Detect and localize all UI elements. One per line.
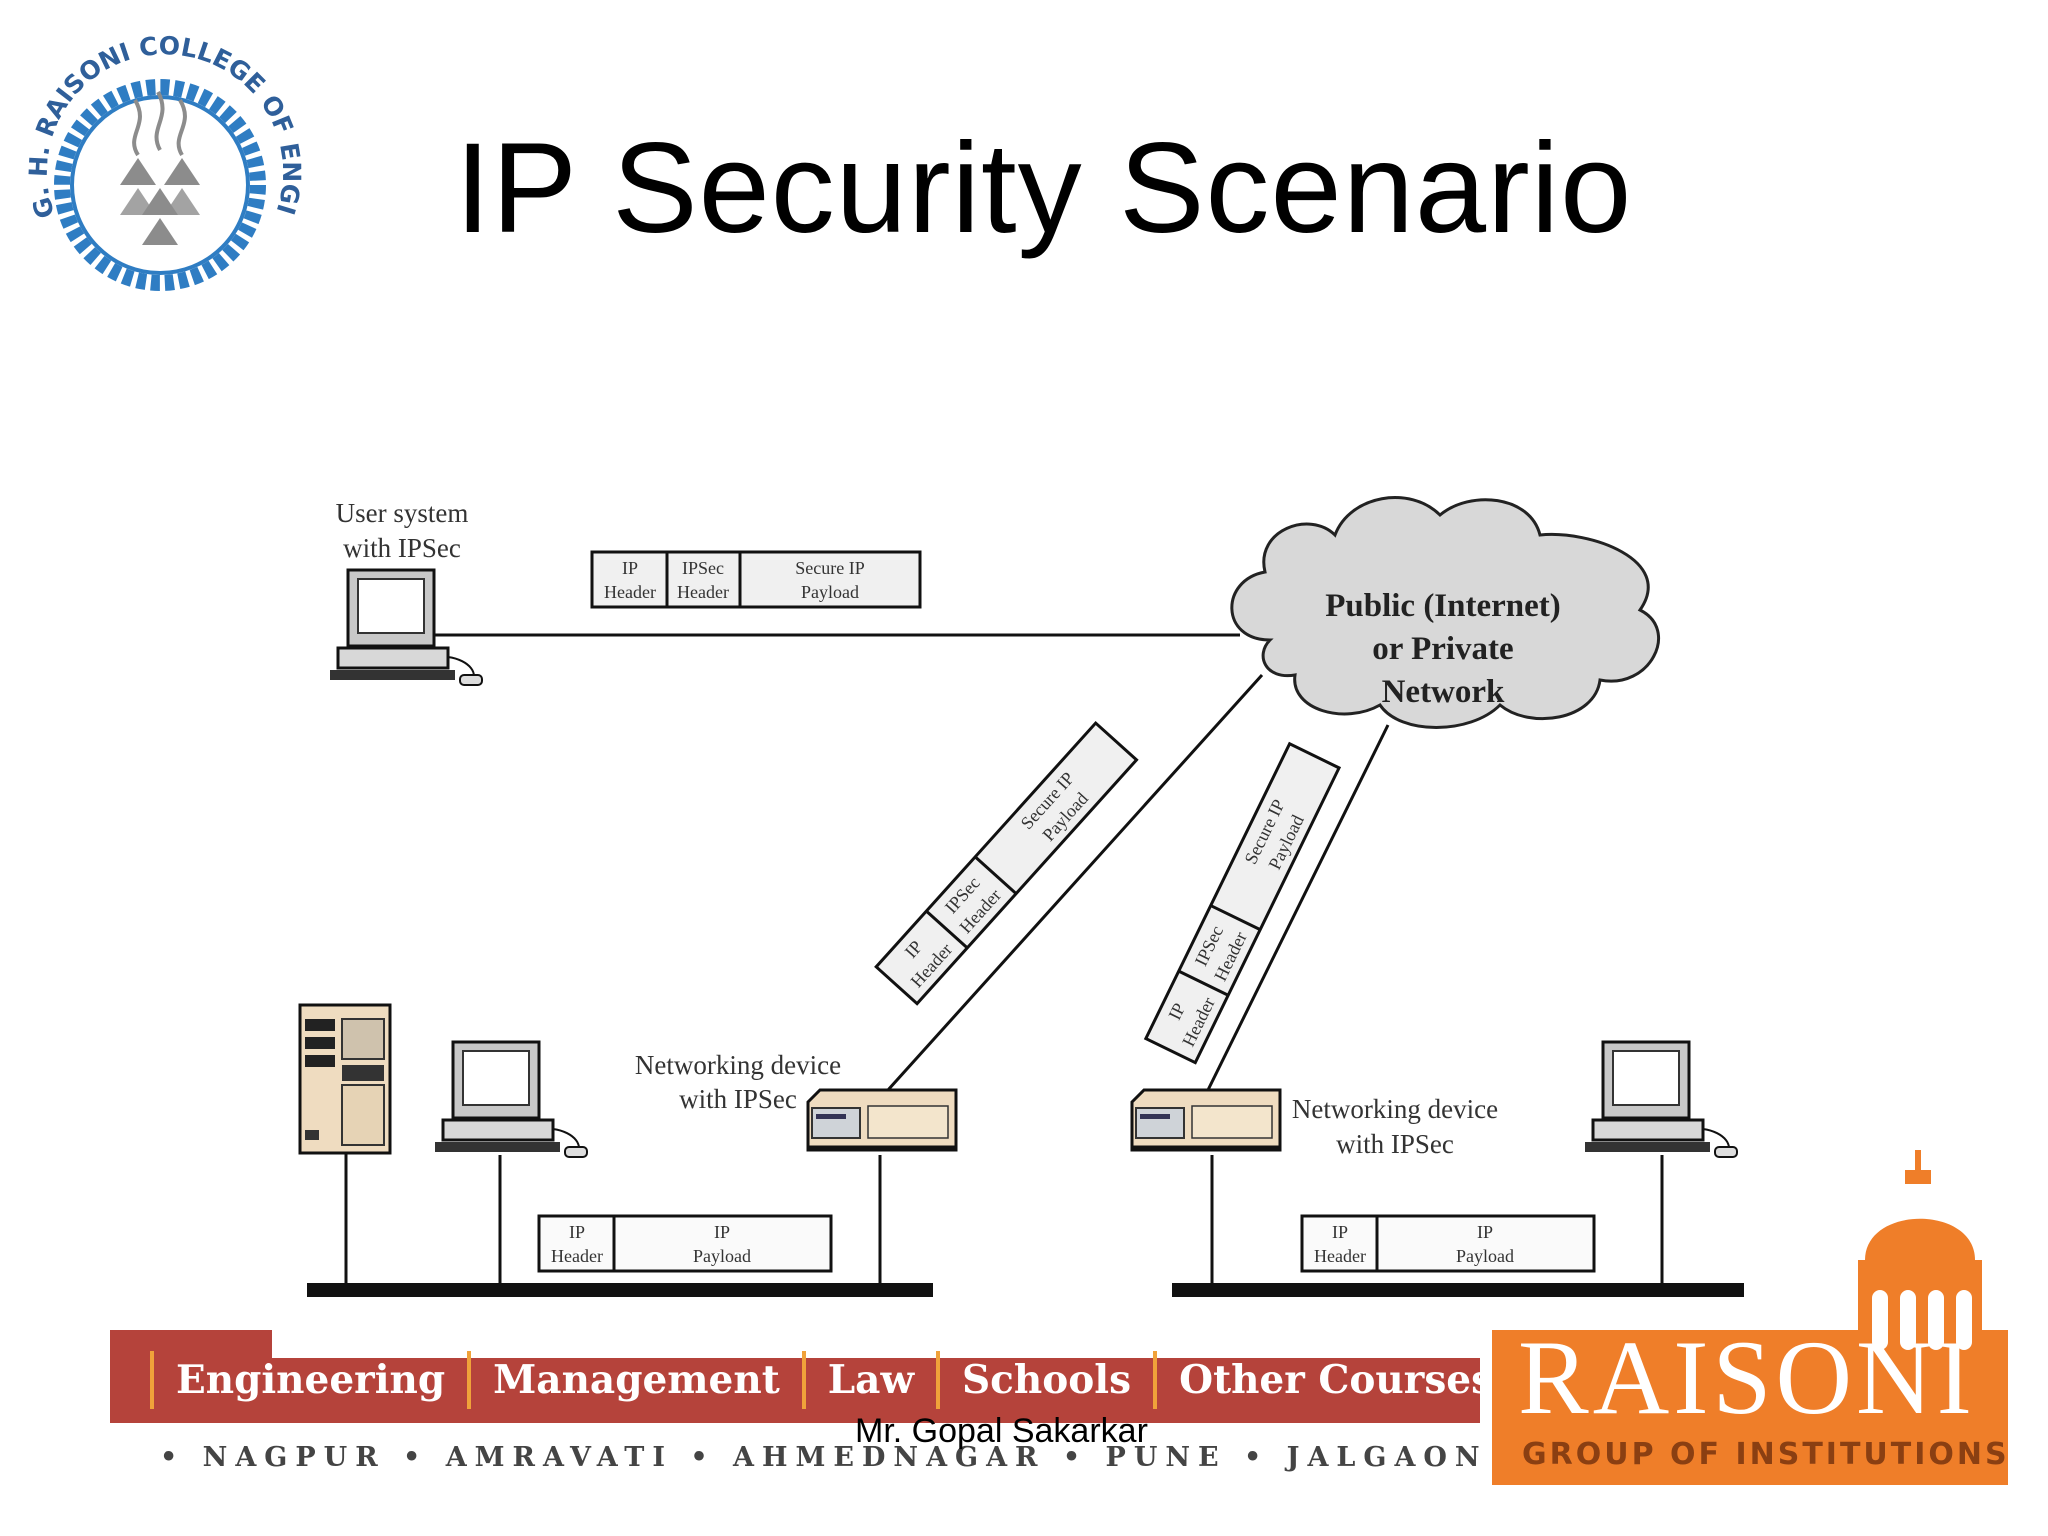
svg-text:IP: IP <box>569 1222 585 1242</box>
networking-device-left-label-line1: Networking device <box>635 1050 841 1080</box>
author-name: Mr. Gopal Sakarkar <box>855 1412 1148 1450</box>
left-device-to-cloud-line <box>886 673 1264 1092</box>
cloud-label-line2: or Private <box>1372 631 1513 667</box>
server-tower <box>298 1003 392 1155</box>
user-system-label-line2: with IPSec <box>343 533 461 563</box>
right-device-to-cloud-line <box>1206 724 1390 1091</box>
svg-text:Header: Header <box>551 1246 603 1266</box>
user-system-computer <box>330 568 483 686</box>
svg-text:IP: IP <box>1164 1000 1189 1023</box>
footer-course-list: Engineering Management Law Schools Other… <box>150 1345 1520 1415</box>
secure-packet-top: IP Header IPSec Header Secure IP Payload <box>590 550 922 609</box>
footer-item-law: Law <box>801 1351 936 1409</box>
svg-text:IP: IP <box>1332 1222 1348 1242</box>
plain-packet-right: IP Header IP Payload <box>1300 1214 1596 1273</box>
svg-text:IP: IP <box>714 1222 730 1242</box>
svg-text:IP: IP <box>622 558 638 578</box>
svg-text:Payload: Payload <box>1456 1246 1514 1266</box>
college-logo: G. H. RAISONI COLLEGE OF ENGINEERING <box>0 0 306 291</box>
footer-item-management: Management <box>467 1351 802 1409</box>
svg-text:Secure IP: Secure IP <box>795 558 864 578</box>
plain-packet-left: IP Header IP Payload <box>537 1214 833 1273</box>
svg-text:Header: Header <box>677 582 729 602</box>
svg-text:Header: Header <box>1314 1246 1366 1266</box>
svg-text:IPSec: IPSec <box>682 558 724 578</box>
slide-title: IP Security Scenario <box>455 117 1633 260</box>
networking-device-right-label-line2: with IPSec <box>1336 1129 1454 1159</box>
lan-right-computer <box>1585 1040 1738 1158</box>
footer-item-schools: Schools <box>936 1351 1153 1409</box>
cloud-label-line3: Network <box>1382 674 1505 710</box>
user-system-label-line1: User system <box>336 498 469 528</box>
network-cloud: Public (Internet) or Private Network <box>1230 496 1660 729</box>
lan-left-computer <box>435 1040 588 1158</box>
dome-icon <box>1858 1150 1982 1350</box>
cloud-label-line1: Public (Internet) <box>1325 588 1561 624</box>
networking-device-left <box>806 1088 958 1152</box>
svg-text:Payload: Payload <box>693 1246 751 1266</box>
raisoni-brand-subtitle: GROUP OF INSTITUTIONS <box>1522 1437 2010 1472</box>
raisoni-brand-block <box>1492 1330 2008 1485</box>
footer-cities: • NAGPUR • AMRAVATI • AHMEDNAGAR • PUNE … <box>160 1442 1761 1473</box>
svg-text:Header: Header <box>604 582 656 602</box>
lan-bus-right <box>1172 1283 1744 1297</box>
networking-device-right-label-line1: Networking device <box>1292 1094 1498 1124</box>
footer-item-engineering: Engineering <box>150 1351 467 1409</box>
raisoni-brand-name: RAISONI <box>1518 1319 1976 1436</box>
svg-text:Payload: Payload <box>801 582 859 602</box>
networking-device-right <box>1130 1088 1282 1152</box>
footer-item-other-courses: Other Courses <box>1153 1351 1520 1409</box>
secure-packet-right-diagonal: IP Header IPSec Header Secure IP Payload <box>1143 741 1342 1065</box>
svg-text:IP: IP <box>1477 1222 1493 1242</box>
networking-device-left-label-line2: with IPSec <box>679 1084 797 1114</box>
secure-packet-left-diagonal: IP Header IPSec Header Secure IP Payload <box>874 720 1139 1006</box>
lan-bus-left <box>307 1283 933 1297</box>
